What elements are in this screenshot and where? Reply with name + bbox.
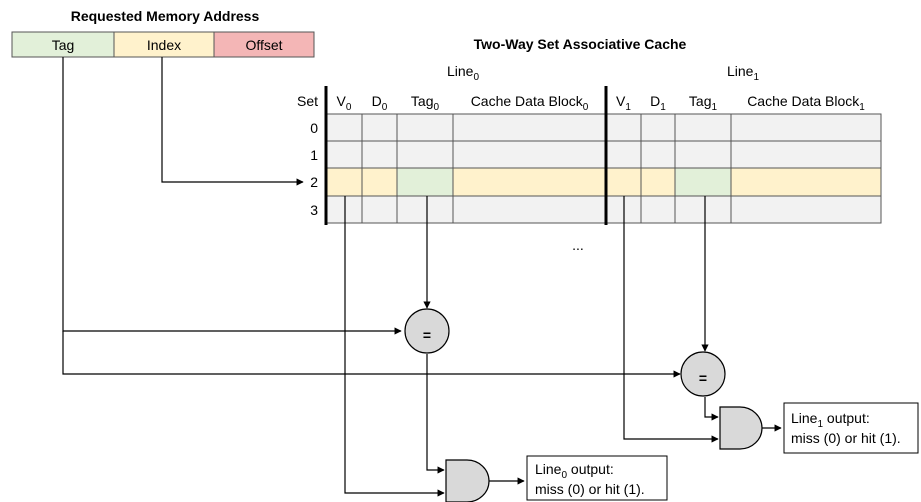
table-cell (640, 167, 676, 197)
table-cell (452, 167, 607, 197)
column-header: D1 (650, 93, 666, 113)
table-cell (674, 140, 732, 169)
table-cell (361, 140, 398, 169)
offset-field (213, 31, 315, 58)
table-cell (396, 113, 454, 142)
cache-table (325, 113, 882, 224)
set-label: 2 (310, 174, 318, 190)
table-cell (640, 140, 676, 169)
address-title: Requested Memory Address (71, 8, 260, 24)
line1-output-line1: Line1 output: (791, 410, 870, 430)
line1-output-box (783, 402, 919, 454)
tag-field (11, 31, 115, 58)
line0-output-line2: miss (0) or hit (1). (535, 481, 645, 497)
set-label: 3 (310, 202, 318, 218)
column-headers: V0 D0 Tag0 Cache Data Block0 V1 D1 Tag1 Cache D… (337, 93, 866, 113)
set-label: 0 (310, 120, 318, 136)
table-cell (452, 195, 607, 224)
set-label: 1 (310, 147, 318, 163)
line0-output-line1: Line0 output: (535, 461, 614, 481)
table-cell (605, 167, 642, 197)
table-cell (396, 167, 454, 197)
and-gate-1 (719, 406, 763, 450)
comparator-1 (680, 351, 726, 397)
table-cell (605, 140, 642, 169)
line0-output-box (526, 455, 668, 501)
cmp1-to-and1-wire (704, 397, 719, 421)
table-cell (674, 167, 732, 197)
table-cell (730, 167, 882, 197)
cache-title: Two-Way Set Associative Cache (474, 36, 687, 52)
column-header: D0 (372, 93, 388, 113)
table-cell (325, 140, 363, 169)
line1-output-line2: miss (0) or hit (1). (791, 430, 901, 446)
comparator-0-symbol: = (423, 327, 431, 343)
ellipsis: ... (572, 237, 584, 253)
v1-to-and1-wire (623, 196, 719, 443)
table-cell (452, 113, 607, 142)
cmp0-to-and0-wire (426, 354, 445, 474)
table-cell (325, 167, 363, 197)
line0-header: Line0 (447, 63, 479, 83)
table-cell (361, 195, 398, 224)
tag-field-label: Tag (52, 37, 75, 53)
table-cell (730, 195, 882, 224)
table-cell (640, 195, 676, 224)
and-gate-0 (445, 459, 490, 502)
index-wire (161, 57, 304, 186)
column-header: Tag0 (411, 93, 440, 113)
set-header: Set (297, 93, 318, 109)
index-field (113, 31, 215, 58)
table-cell (640, 113, 676, 142)
v0-to-and0-wire (344, 196, 445, 497)
tag-wire-1 (62, 331, 681, 378)
table-cell (396, 195, 454, 224)
table-cell (730, 113, 882, 142)
index-field-label: Index (147, 37, 181, 53)
table-cell (730, 140, 882, 169)
column-header: Cache Data Block1 (747, 93, 865, 113)
column-header: V0 (337, 93, 352, 113)
column-header: V1 (616, 93, 631, 113)
table-cell (361, 113, 398, 142)
table-cell (325, 195, 363, 224)
comparator-0 (404, 308, 450, 354)
column-header: Tag1 (689, 93, 718, 113)
table-cell (396, 140, 454, 169)
table-cell (605, 113, 642, 142)
column-header: Cache Data Block0 (471, 93, 589, 113)
table-cell (674, 195, 732, 224)
table-cell (361, 167, 398, 197)
offset-field-label: Offset (245, 37, 282, 53)
table-cell (325, 113, 363, 142)
comparator-1-symbol: = (699, 370, 707, 386)
set-labels: 0 1 2 3 (310, 120, 318, 218)
table-cell (674, 113, 732, 142)
table-cell (452, 140, 607, 169)
line1-header: Line1 (727, 63, 759, 83)
